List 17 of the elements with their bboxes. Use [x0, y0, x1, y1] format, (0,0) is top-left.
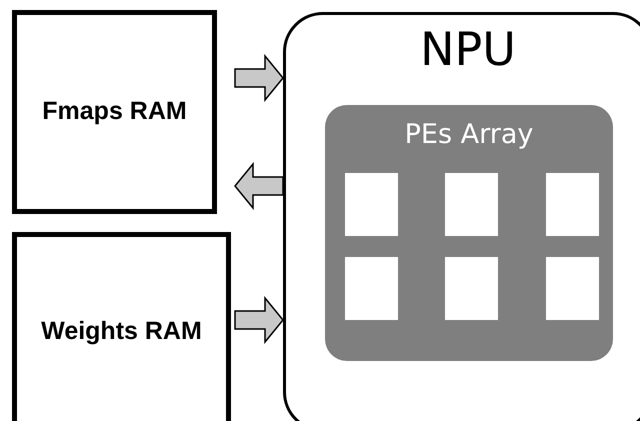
processing-element-box — [445, 173, 498, 236]
node-label: Weights RAM — [41, 316, 202, 348]
block-arrow — [234, 296, 284, 344]
node-label: Fmaps RAM — [42, 96, 187, 128]
processing-element-box — [345, 173, 398, 236]
npu-container — [283, 12, 640, 421]
processing-element-box — [345, 257, 398, 320]
processing-element-box — [546, 173, 599, 236]
processing-element-box — [546, 257, 599, 320]
memory-box — [12, 232, 231, 421]
block-arrow — [234, 162, 284, 210]
node-label: NPU — [420, 21, 516, 78]
memory-box — [12, 10, 217, 214]
block-arrow — [234, 54, 284, 102]
node-label: PEs Array — [404, 118, 534, 152]
pe-array-panel — [325, 105, 613, 361]
processing-element-box — [445, 257, 498, 320]
